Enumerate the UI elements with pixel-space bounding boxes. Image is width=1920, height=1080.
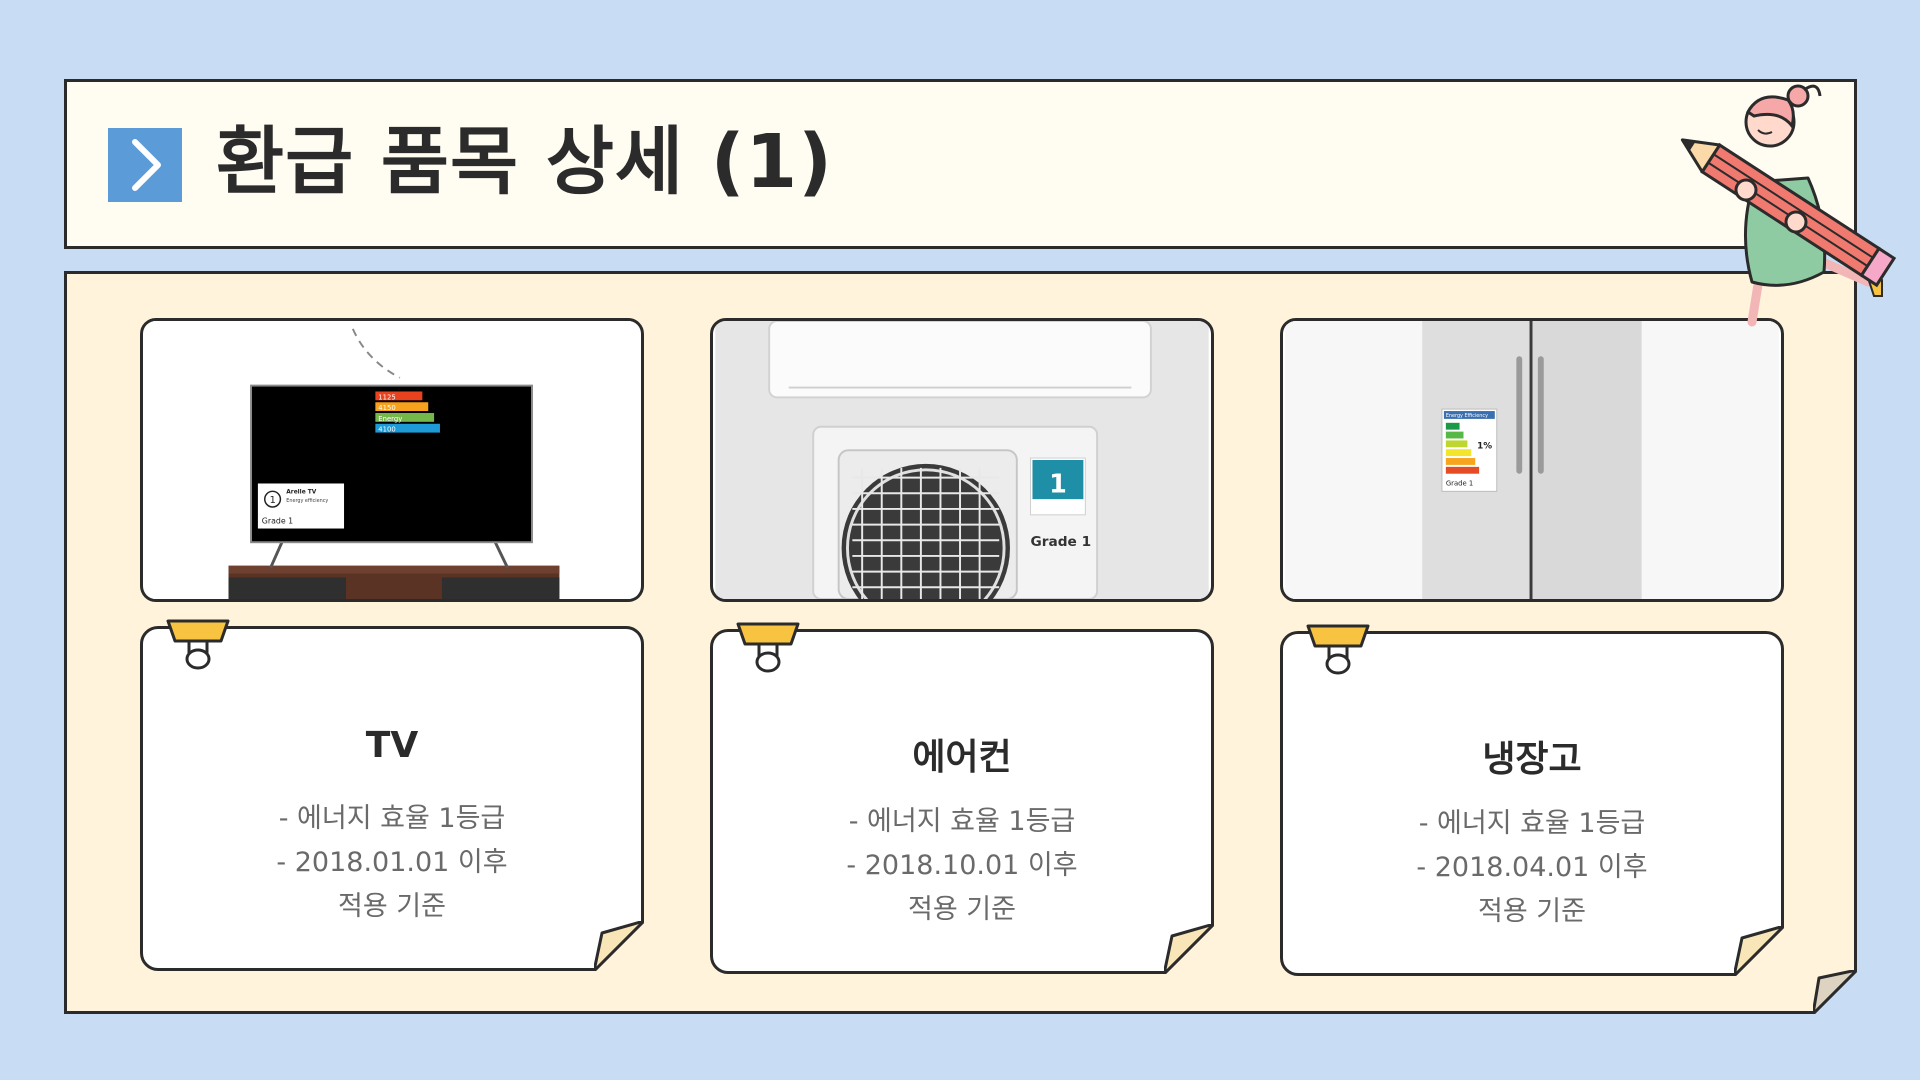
fridge-label-grade: Grade 1 xyxy=(1446,479,1473,487)
tv-label-grade: Grade 1 xyxy=(262,517,293,526)
svg-text:1: 1 xyxy=(270,495,276,506)
aircon-title: 에어컨 xyxy=(912,737,1012,778)
fridge-label-value: 1% xyxy=(1477,441,1492,451)
aircon-photo: 1 Grade 1 xyxy=(710,318,1214,602)
tv-label-row-3: Energy xyxy=(378,415,402,423)
fridge-image: Energy Efficiency 1% Grade 1 xyxy=(1285,321,1779,599)
page-fold-icon xyxy=(1164,924,1214,974)
tv-label-sub: Energy efficiency xyxy=(286,498,328,504)
aircon-detail-line: 적용 기준 xyxy=(908,894,1016,925)
header-bar: 환급 품목 상세 (1) xyxy=(64,79,1857,249)
tv-label-row-4: 4100 xyxy=(378,426,395,434)
aircon-image: 1 Grade 1 xyxy=(715,321,1209,599)
tv-detail-line: 적용 기준 xyxy=(338,891,446,922)
binder-clip-icon xyxy=(736,622,800,673)
fridge-note-card: 냉장고 - 에너지 효율 1등급 - 2018.04.01 이후 적용 기준 xyxy=(1280,624,1784,976)
chevron-right-icon xyxy=(108,128,182,202)
fridge-photo: Energy Efficiency 1% Grade 1 xyxy=(1280,318,1784,602)
tv-detail-line: - 에너지 효율 1등급 xyxy=(278,803,506,834)
fridge-details: - 에너지 효율 1등급 - 2018.04.01 이후 적용 기준 xyxy=(1283,802,1781,934)
tv-label-row-1: 1125 xyxy=(378,393,395,401)
page-fold-icon xyxy=(1734,926,1784,976)
fridge-label-title: Energy Efficiency xyxy=(1446,413,1488,419)
aircon-detail-line: - 2018.10.01 이후 xyxy=(846,850,1078,881)
page-fold-icon xyxy=(594,921,644,971)
tv-detail-line: - 2018.01.01 이후 xyxy=(276,847,508,878)
aircon-details: - 에너지 효율 1등급 - 2018.10.01 이후 적용 기준 xyxy=(713,800,1211,932)
tv-image: 1125 4150 Energy 4100 1 Arelle TV Energy… xyxy=(145,321,639,599)
aircon-label-grade: Grade 1 xyxy=(1031,534,1092,550)
tv-photo: 1125 4150 Energy 4100 1 Arelle TV Energy… xyxy=(140,318,644,602)
aircon-detail-line: - 에너지 효율 1등급 xyxy=(848,806,1076,837)
svg-text:1: 1 xyxy=(1049,469,1067,499)
content-panel: 1125 4150 Energy 4100 1 Arelle TV Energy… xyxy=(64,271,1857,1014)
binder-clip-icon xyxy=(1306,624,1370,675)
tv-note-card: TV - 에너지 효율 1등급 - 2018.01.01 이후 적용 기준 xyxy=(140,619,644,971)
girl-with-pencil-illustration xyxy=(1680,84,1897,327)
fridge-detail-line: - 에너지 효율 1등급 xyxy=(1418,808,1646,839)
tv-label-brand: Arelle TV xyxy=(286,489,316,495)
tv-label-row-2: 4150 xyxy=(378,404,395,412)
binder-clip-icon xyxy=(166,619,230,670)
fridge-detail-line: - 2018.04.01 이후 xyxy=(1416,852,1648,883)
panel-fold-icon xyxy=(1813,970,1857,1014)
tv-title: TV xyxy=(365,725,419,766)
aircon-note-card: 에어컨 - 에너지 효율 1등급 - 2018.10.01 이후 적용 기준 xyxy=(710,622,1214,974)
tv-details: - 에너지 효율 1등급 - 2018.01.01 이후 적용 기준 xyxy=(143,797,641,929)
fridge-detail-line: 적용 기준 xyxy=(1478,896,1586,927)
fridge-title: 냉장고 xyxy=(1482,739,1582,780)
page-title: 환급 품목 상세 (1) xyxy=(216,119,833,205)
